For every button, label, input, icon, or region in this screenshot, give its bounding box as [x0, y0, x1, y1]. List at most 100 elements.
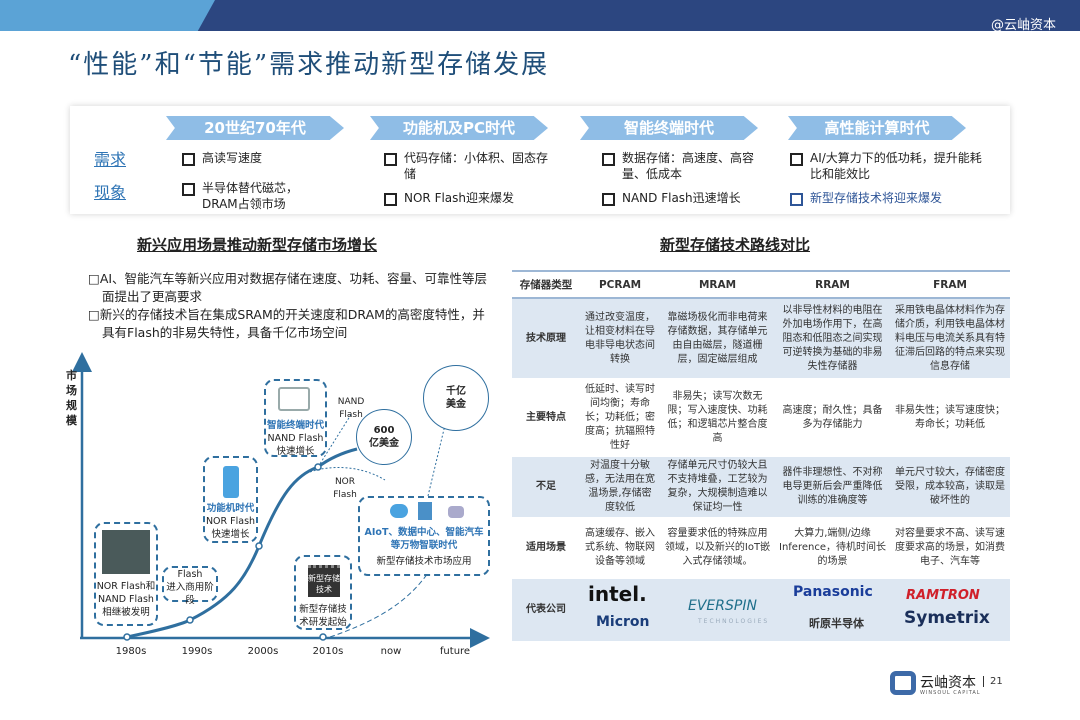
cell: 大算力,端侧/边缘Inference，待机时间长的场景 — [779, 528, 886, 567]
box-feature-phone: 功能机时代 NOR Flash 快速增长 — [203, 456, 258, 543]
cell: 低延时、读写时间均衡；寿命长；功耗低；密度高；抗辐照特性好 — [585, 383, 655, 451]
point-1980s — [123, 633, 131, 641]
everspin-subtitle: TECHNOLOGIES — [698, 618, 770, 625]
brand-name-en: WINSOUL CAPITAL — [920, 690, 981, 696]
box-aiot: AIoT、数据中心、智能汽车等万物智联时代 新型存储技术市场应用 — [358, 496, 490, 576]
box-text: NAND Flash — [267, 433, 324, 444]
winsoul-logo-icon — [890, 671, 916, 695]
car-icon — [448, 506, 464, 518]
ramtron-logo: RAMTRON — [906, 588, 980, 603]
cell: 器件非理想性、不对称电导更新后会严重降低训练的准确度等 — [775, 457, 890, 517]
box-new-storage-rd: 新型存储技术 新型存储技术研发起始 — [294, 555, 352, 630]
box-flash: Flash 进入商用阶段 — [162, 566, 218, 606]
x-tick: now — [380, 646, 402, 657]
row-header: 适用场景 — [526, 542, 566, 553]
box-text: 新型存储技术市场应用 — [376, 556, 472, 567]
left-section-title: 新兴应用场景推动新型存储市场增长 — [137, 236, 378, 254]
row-header: 主要特点 — [526, 411, 566, 423]
era-hpc: 高性能计算时代 — [788, 116, 966, 140]
micron-logo: Micron — [596, 614, 650, 630]
page-title: “性能”和“节能”需求推动新型存储发展 — [68, 50, 550, 80]
row-header: 代表公司 — [512, 579, 580, 641]
era-1970s: 20世纪70年代 — [166, 116, 344, 140]
demand-point: 高读写速度 — [180, 150, 340, 166]
phone-icon — [223, 466, 239, 498]
header-cell: MRAM — [660, 270, 775, 299]
cloud-icon — [390, 504, 408, 518]
point-2010s — [314, 463, 322, 471]
cell: 单元尺寸较大，存储密度受限，成本较高，读取是破坏性的 — [890, 457, 1010, 517]
cell: 高速缓存、嵌入式系统、物联网设备等领域 — [585, 528, 655, 567]
header-cell: 存储器类型 — [512, 270, 580, 299]
demand-point: AI/大算力下的低功耗，提升能耗比和能效比 — [788, 150, 988, 182]
label-demand: 需求 — [94, 150, 127, 169]
box-text: 快速增长 — [276, 446, 315, 457]
phenomenon-point: 新型存储技术将迎来爆发 — [788, 190, 988, 206]
new-storage-trend — [329, 569, 431, 638]
x-tick: 1980s — [115, 646, 147, 657]
box-text: NOR Flash — [205, 516, 256, 527]
cell: 对容量要求不高、读写速度要求高的场景，如消费电子、汽车等 — [895, 528, 1005, 567]
phenomenon-point: 半导体替代磁芯，DRAM占领市场 — [180, 180, 330, 212]
intel-logo: intel. — [588, 582, 647, 606]
circle-60b-usd: 600亿美金 — [356, 409, 412, 465]
table-row: 适用场景 高速缓存、嵌入式系统、物联网设备等领域 容量要求低的特殊应用领域，以及… — [512, 517, 1010, 579]
table-header: 存储器类型 PCRAM MRAM RRAM FRAM — [512, 270, 1010, 299]
x-tick: 1990s — [181, 646, 213, 657]
point-1990s — [186, 616, 194, 624]
devices-icon — [278, 387, 310, 411]
rram-companies: Panasonic 昕原半导体 — [775, 579, 890, 641]
box-title: 智能终端时代 — [266, 420, 324, 431]
page-number: 21 — [983, 676, 1003, 687]
bullet: AI、智能汽车等新兴应用对数据存储在速度、功耗、容量、可靠性等层面提出了更高要求 — [88, 270, 488, 306]
chip-icon: 新型存储技术 — [308, 565, 340, 597]
comparison-table: 存储器类型 PCRAM MRAM RRAM FRAM 技术原理 通过改变温度，让… — [512, 270, 1010, 641]
table-row-companies: 代表公司 intel. Micron EVERSPIN TECHNOLOGIES… — [512, 579, 1010, 641]
box-text: 快速增长 — [211, 529, 250, 540]
x-tick: 2000s — [247, 646, 279, 657]
box-smart-terminal: 智能终端时代 NAND Flash 快速增长 — [264, 379, 327, 457]
cell: 存储单元尺寸仍较大且不支持堆叠，工艺较为复杂，大规模制造难以保证均一性 — [660, 457, 775, 517]
box-title: AIoT、数据中心、智能汽车等万物智联时代 — [364, 527, 484, 551]
table-row: 主要特点 低延时、读写时间均衡；寿命长；功耗低；密度高；抗辐照特性好 非易失；读… — [512, 378, 1010, 457]
box-text: NOR Flash和NAND Flash相继被发明 — [96, 581, 156, 618]
row-header: 技术原理 — [512, 298, 580, 378]
server-icon — [418, 502, 432, 520]
symetrix-logo: Symetrix — [904, 608, 990, 628]
demand-panel: 需求 现象 20世纪70年代 功能机及PC时代 智能终端时代 高性能计算时代 高… — [70, 106, 1010, 214]
y-axis-label: 市场规模 — [66, 369, 77, 427]
nand-trend — [317, 412, 353, 468]
panasonic-logo: Panasonic — [793, 584, 873, 600]
nor-trend — [309, 467, 386, 481]
cell: 采用铁电晶体材料作为存储介质，利用铁电晶体材料电压与电流关系具有特征滞后回路的特… — [890, 298, 1010, 378]
watermark: @云岫资本 — [990, 18, 1056, 33]
box-nor-nand: NOR Flash和NAND Flash相继被发明 — [94, 522, 158, 626]
fram-companies: RAMTRON Symetrix — [890, 579, 1010, 641]
cell: 非易失性；读写速度快；寿命长；功耗低 — [895, 404, 1005, 430]
nand-flash-label: NAND Flash — [337, 397, 365, 420]
row-header: 不足 — [512, 457, 580, 517]
demand-point: 代码存储：小体积、固态存储 — [382, 150, 554, 182]
label-phenomenon: 现象 — [94, 183, 127, 202]
circle-100b-usd: 千亿美金 — [423, 365, 489, 431]
box-text: 进入商用阶段 — [166, 582, 214, 606]
innostar-logo: 昕原半导体 — [809, 617, 864, 630]
era-pc: 功能机及PC时代 — [370, 116, 548, 140]
cell: 通过改变温度，让相变材料在导电非导电状态间转换 — [580, 298, 660, 378]
chip-photo — [102, 530, 150, 574]
header-cell: RRAM — [775, 270, 890, 299]
header-cell: FRAM — [890, 270, 1010, 299]
cell: 高速度；耐久性；具备多为存储能力 — [782, 404, 883, 430]
cell: 靠磁场极化而非电荷来存储数据，其存储单元由自由磁层，隧道栅层，固定磁层组成 — [660, 298, 775, 378]
top-banner-accent — [0, 0, 215, 31]
era-smart: 智能终端时代 — [580, 116, 758, 140]
everspin-logo: EVERSPIN — [688, 598, 757, 614]
box-title: Flash — [177, 569, 203, 580]
table-row: 不足 对温度十分敏感，无法用在宽温场景,存储密度较低 存储单元尺寸仍较大且不支持… — [512, 457, 1010, 517]
phenomenon-point: NOR Flash迎来爆发 — [382, 190, 582, 206]
box-title: 功能机时代 — [206, 503, 255, 514]
header-cell: PCRAM — [580, 270, 660, 299]
x-tick: 2010s — [312, 646, 344, 657]
mram-companies: EVERSPIN TECHNOLOGIES — [660, 579, 775, 641]
